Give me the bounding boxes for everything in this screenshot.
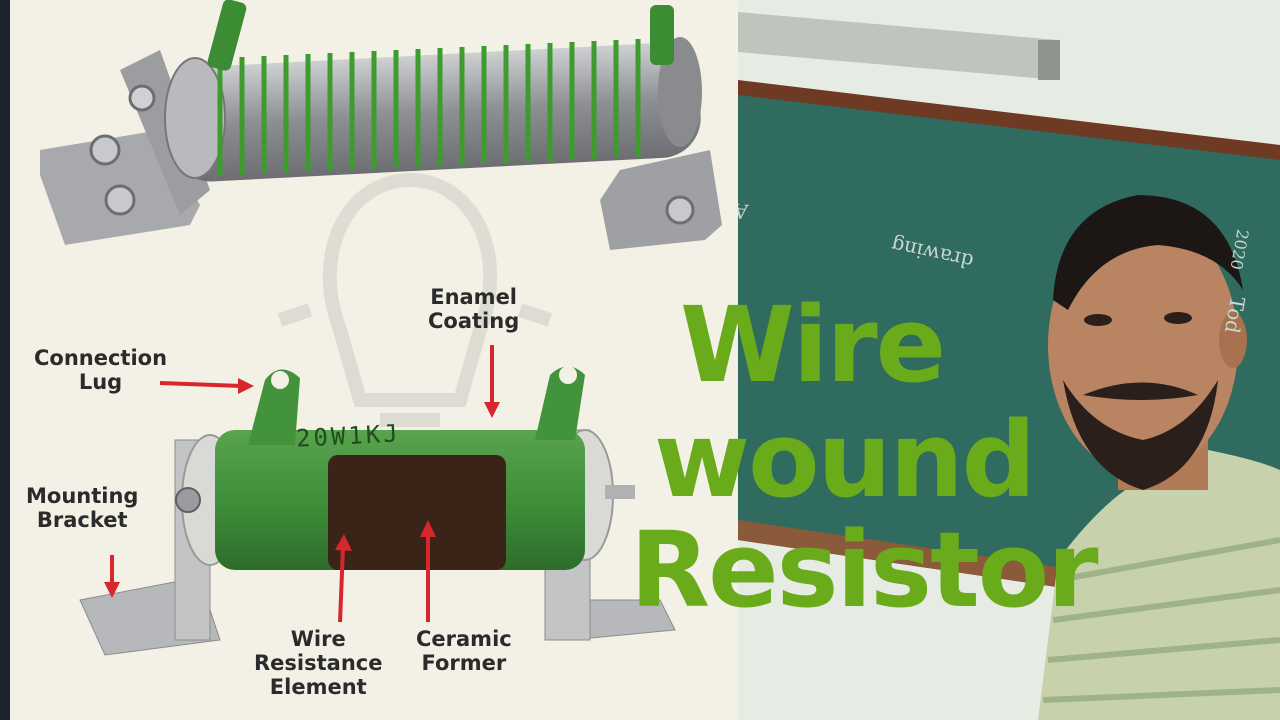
classroom-scene bbox=[738, 0, 1280, 720]
top-resistor-render bbox=[40, 0, 722, 250]
label-enamel-coating: Enamel Coating bbox=[428, 285, 520, 333]
bottom-resistor-photo bbox=[79, 366, 676, 656]
label-mounting-bracket: Mounting Bracket bbox=[26, 484, 139, 532]
title-line-resistor: Resistor bbox=[630, 509, 1099, 631]
resistor-illustration bbox=[40, 0, 722, 656]
title-line-wire: Wire bbox=[680, 284, 946, 406]
label-connection-lug: Connection Lug bbox=[34, 346, 168, 394]
resistor-body-marking: 20W1KJ bbox=[295, 419, 402, 453]
label-wire-resistance-element: Wire Resistance Element bbox=[254, 627, 383, 699]
resistor-diagram-panel: 20W1KJ Enamel Coating Connection Lug Mou… bbox=[10, 0, 738, 720]
classroom-photo-panel: Aqout D.C Sh drawing Tod 2020 bbox=[738, 0, 1280, 720]
pointer-arrows bbox=[104, 345, 500, 623]
title-line-wound: wound bbox=[654, 399, 1036, 521]
label-ceramic-former: Ceramic Former bbox=[416, 627, 512, 675]
